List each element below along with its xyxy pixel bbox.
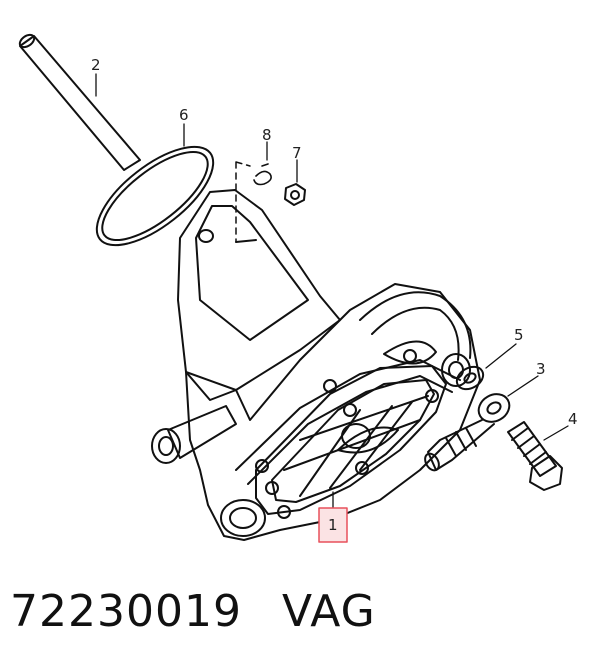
part-6-o-ring bbox=[95, 145, 215, 247]
part-5-washer bbox=[455, 365, 485, 391]
part-number-text: 72230019 bbox=[10, 586, 242, 637]
part-3-banjo-fitting bbox=[424, 393, 511, 472]
part-8-clip bbox=[253, 163, 272, 186]
part-1-highlight-box bbox=[318, 507, 348, 543]
caption: 72230019 VAG bbox=[10, 586, 416, 637]
callout-2: 2 bbox=[91, 56, 101, 74]
brand-text: VAG bbox=[281, 586, 376, 637]
callout-3: 3 bbox=[536, 360, 546, 378]
part-4-banjo-bolt bbox=[507, 421, 563, 491]
callout-4: 4 bbox=[568, 410, 578, 428]
callout-6: 6 bbox=[179, 106, 189, 124]
assembly-dash-line bbox=[235, 161, 251, 243]
part-1-vacuum-pump bbox=[151, 189, 481, 541]
callout-7: 7 bbox=[292, 144, 302, 162]
leader-lines bbox=[95, 73, 569, 509]
callout-1: 1 bbox=[328, 516, 338, 534]
callout-5: 5 bbox=[514, 326, 524, 344]
callout-8: 8 bbox=[262, 126, 272, 144]
part-7-nut bbox=[284, 183, 306, 206]
part-2-pin bbox=[18, 33, 141, 171]
